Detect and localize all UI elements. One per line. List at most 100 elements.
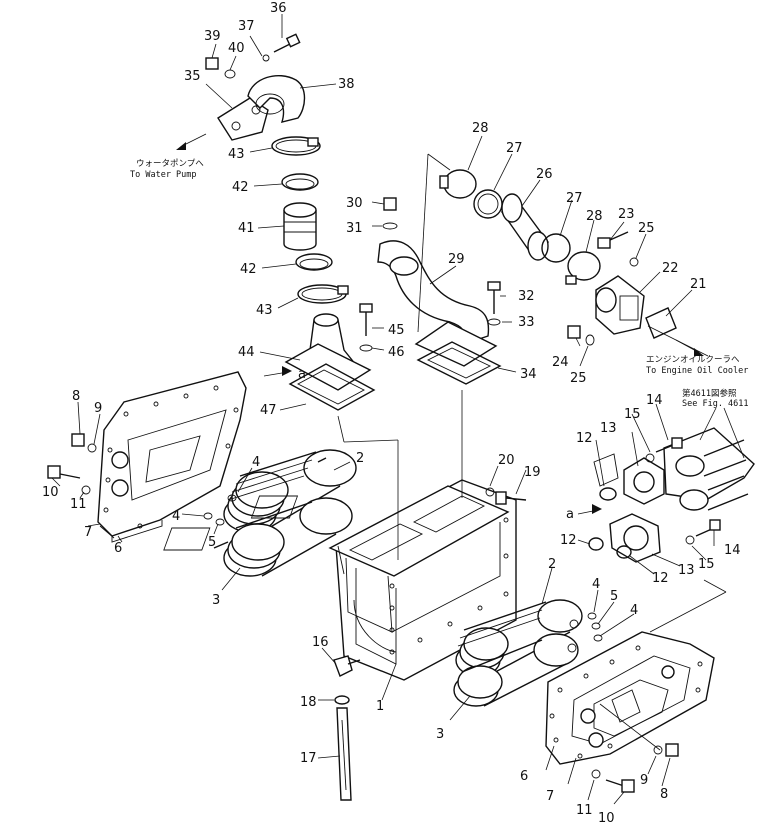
callout-4-lower-left: 4 (172, 509, 180, 524)
clamp-28-left (443, 169, 477, 199)
callout-38: 38 (338, 77, 355, 92)
callout-22: 22 (662, 261, 679, 276)
callout-21: 21 (690, 277, 707, 292)
gasket-34 (416, 341, 502, 385)
callout-37: 37 (238, 19, 255, 34)
callout-45: 45 (388, 323, 405, 338)
callout-25-lower: 25 (570, 371, 587, 386)
callout-15-upper: 15 (624, 407, 641, 422)
note-oil-cooler-en: To Engine Oil Cooler (646, 366, 748, 376)
flange-35 (217, 97, 269, 141)
callout-8-right: 8 (660, 787, 668, 802)
nut-24 (567, 325, 581, 339)
callout-39: 39 (204, 29, 221, 44)
note-water-pump-jp: ウォータポンプへ (136, 159, 204, 169)
callout-4-lower-right: 4 (630, 603, 638, 618)
callout-44: 44 (238, 345, 255, 360)
right-cover-group (545, 631, 715, 793)
callout-42-upper: 42 (232, 180, 249, 195)
callout-23: 23 (618, 207, 635, 222)
cooler-case-1 (163, 390, 527, 681)
callout-5-left: 5 (208, 535, 216, 550)
callout-12-lower: 12 (652, 571, 669, 586)
note-see-fig-en: See Fig. 4611 (682, 399, 749, 409)
callout-2-right: 2 (548, 557, 556, 572)
clamp-43-upper (271, 136, 321, 156)
callout-28-left: 28 (472, 121, 489, 136)
callout-7-left: 7 (84, 525, 92, 540)
cooler-element-3-left (223, 497, 353, 577)
callout-16: 16 (312, 635, 329, 650)
cooler-element-2-left (223, 449, 357, 533)
clip-18 (334, 695, 350, 705)
callout-9-right: 9 (640, 773, 648, 788)
reference-a-left: a (298, 367, 306, 382)
callout-6-right: 6 (520, 769, 528, 784)
callout-14-lower: 14 (724, 543, 741, 558)
callout-42-lower: 42 (240, 262, 257, 277)
left-cooler-element (203, 449, 357, 577)
callout-33: 33 (518, 315, 535, 330)
callout-4-upper-right: 4 (592, 577, 600, 592)
drain-group (333, 655, 361, 801)
callout-11-right: 11 (576, 803, 593, 818)
callout-30: 30 (346, 196, 363, 211)
callout-7-right: 7 (546, 789, 554, 804)
cooler-element-3-right (453, 633, 579, 707)
callout-43-lower: 43 (256, 303, 273, 318)
clamp-28-right (567, 251, 601, 281)
callout-35: 35 (184, 69, 201, 84)
callout-43-upper: 43 (228, 147, 245, 162)
callout-24: 24 (552, 355, 569, 370)
cover-6-left (97, 371, 247, 537)
callout-4-upper-left: 4 (252, 455, 260, 470)
leader-lines (51, 14, 745, 805)
right-cooler-element (453, 599, 603, 707)
callout-14-upper: 14 (646, 393, 663, 408)
callout-41: 41 (238, 221, 255, 236)
callout-5-right: 5 (610, 589, 618, 604)
callout-32: 32 (518, 289, 535, 304)
bypass-pipe-group (377, 169, 677, 385)
callout-8-left: 8 (72, 389, 80, 404)
callout-40: 40 (228, 41, 245, 56)
ring-42-lower (295, 253, 333, 271)
callout-6-left: 6 (114, 541, 122, 556)
gasket-47 (288, 363, 376, 411)
callout-18: 18 (300, 695, 317, 710)
callout-12-middle: 12 (560, 533, 577, 548)
callout-2-left: 2 (356, 451, 364, 466)
note-oil-cooler-jp: エンジンオイルクーラへ (646, 355, 740, 365)
callout-20: 20 (498, 453, 515, 468)
cover-6-right (545, 631, 715, 765)
nut-39 (205, 57, 219, 70)
callout-1: 1 (376, 699, 384, 714)
callout-12-upper: 12 (576, 431, 593, 446)
hose-41 (283, 210, 317, 251)
callout-9-left: 9 (94, 401, 102, 416)
water-outlet-elbow-group (205, 33, 376, 411)
ring-42-upper (281, 173, 319, 191)
callout-11-left: 11 (70, 497, 87, 512)
reference-a-right: a (566, 507, 574, 522)
right-fitting-group (588, 427, 755, 563)
elbow-38 (247, 75, 306, 123)
callout-29: 29 (448, 252, 465, 267)
note-water-pump-en: To Water Pump (130, 170, 197, 180)
drain-cock-16 (333, 655, 353, 677)
callout-31: 31 (346, 221, 363, 236)
pipe-bundle-right (663, 427, 755, 501)
callout-28-right: 28 (586, 209, 603, 224)
notes: ウォータポンプへ To Water Pump エンジンオイルクーラへ To En… (130, 159, 749, 409)
callout-3-left: 3 (212, 593, 220, 608)
callout-19: 19 (524, 465, 541, 480)
callout-25-upper: 25 (638, 221, 655, 236)
gasket-21 (645, 307, 677, 339)
reference-marks: a a (298, 367, 574, 522)
callout-numbers: 36 37 39 40 35 38 43 42 41 42 43 44 47 4… (42, 1, 741, 825)
callout-46: 46 (388, 345, 405, 360)
callout-27-left: 27 (506, 141, 523, 156)
note-see-fig-jp: 第4611図参照 (682, 388, 737, 399)
